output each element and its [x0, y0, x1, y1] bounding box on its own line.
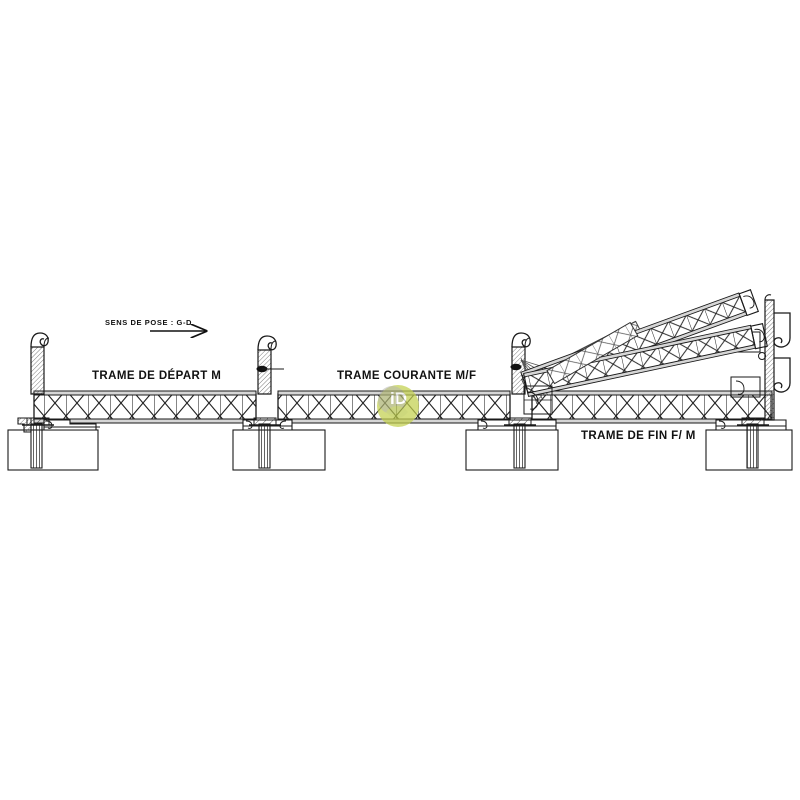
support-post	[715, 417, 787, 469]
pivot-bracket	[523, 385, 553, 415]
anchor-bolt	[258, 423, 271, 469]
svg-text:iD: iD	[390, 389, 407, 408]
support-post	[22, 417, 54, 469]
louver-panel-tilted	[523, 323, 768, 397]
annotation-sens-de-pose: SENS DE POSE : G-D	[105, 318, 193, 327]
louver-panel-tilted	[546, 321, 639, 385]
watermark-logo: iD	[377, 385, 419, 427]
louver-panel	[33, 390, 257, 424]
pivot-bolt-head	[510, 363, 522, 371]
annotation-trame-de-fin: TRAME DE FIN F/ M	[581, 430, 696, 442]
louver-panel	[531, 390, 773, 424]
slab-block	[465, 429, 559, 471]
slab-block	[232, 429, 326, 471]
annotation-trame-de-depart: TRAME DE DÉPART M	[92, 370, 222, 382]
anchor-bolt	[513, 423, 526, 469]
support-post	[242, 335, 293, 469]
anchor-bolt	[30, 423, 43, 469]
anchor-bolt	[746, 423, 759, 469]
slab-block	[7, 429, 99, 471]
hook-profile	[730, 294, 791, 421]
annotation-trame-courante: TRAME COURANTE M/F	[337, 370, 477, 382]
